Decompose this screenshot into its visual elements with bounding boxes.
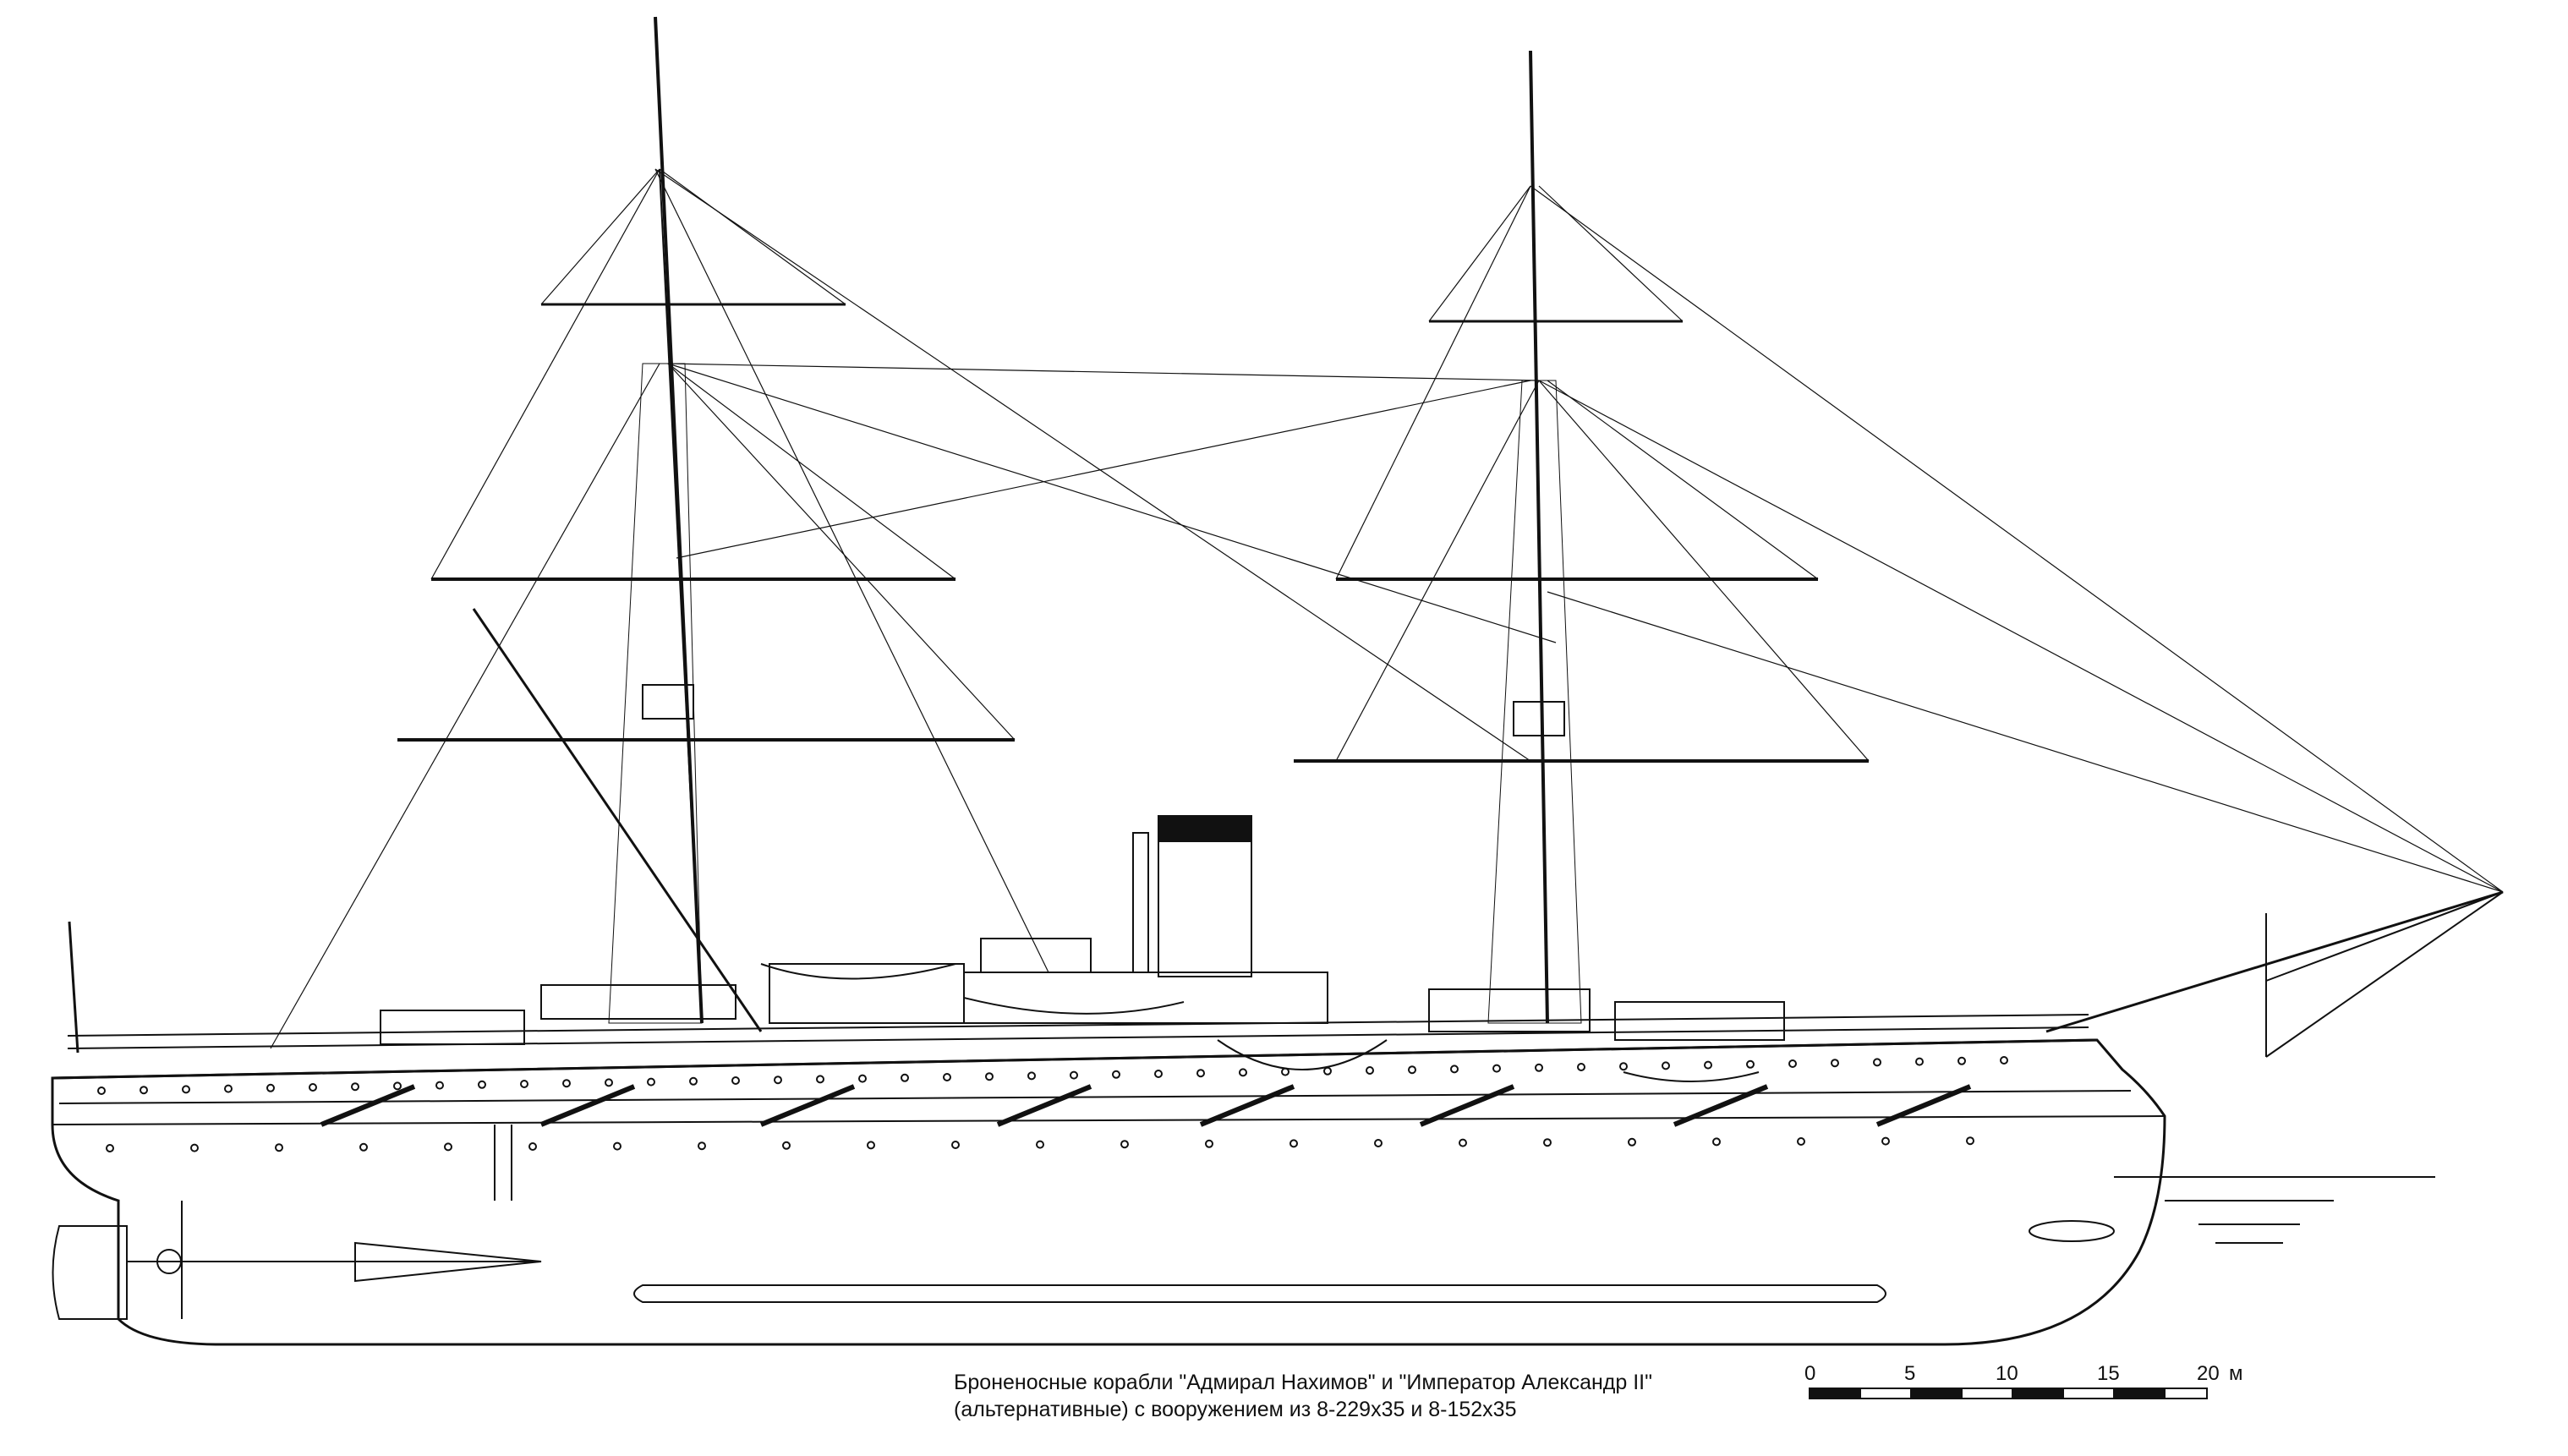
porthole	[2000, 1056, 2008, 1065]
porthole	[689, 1076, 698, 1086]
porthole	[774, 1076, 782, 1085]
porthole	[97, 1087, 106, 1095]
porthole	[1577, 1063, 1585, 1071]
porthole	[1036, 1140, 1044, 1149]
porthole	[1712, 1137, 1721, 1147]
funnel	[980, 815, 1252, 977]
porthole	[266, 1083, 275, 1092]
porthole	[1915, 1057, 1924, 1066]
porthole	[816, 1075, 824, 1084]
porthole	[1966, 1136, 1974, 1146]
porthole	[190, 1143, 199, 1152]
caption-line-2: (альтернативные) с вооружением из 8-229х…	[954, 1398, 1517, 1421]
porthole	[1831, 1059, 1839, 1068]
porthole	[985, 1072, 994, 1081]
gun-barrel	[1199, 1084, 1295, 1127]
porthole	[140, 1086, 148, 1095]
gun-barrel	[1875, 1084, 1972, 1127]
porthole	[1323, 1066, 1332, 1076]
scale-tick-0: 0	[1804, 1362, 1815, 1385]
porthole	[1366, 1066, 1374, 1075]
scale-tick-5: 5	[1904, 1362, 1915, 1385]
porthole	[1543, 1138, 1552, 1147]
porthole	[1154, 1070, 1163, 1078]
porthole	[351, 1082, 359, 1092]
scale-bar-labels: 0 5 10 15 20 м	[1804, 1362, 2243, 1385]
porthole	[1205, 1139, 1213, 1148]
porthole	[1704, 1060, 1712, 1070]
porthole	[444, 1142, 452, 1152]
porthole	[1459, 1138, 1467, 1147]
porthole	[275, 1143, 283, 1152]
porthole	[393, 1081, 402, 1091]
porthole	[1957, 1056, 1966, 1065]
stern-flagstaff	[68, 921, 79, 1054]
scale-bar	[1809, 1388, 2208, 1399]
porthole	[951, 1141, 960, 1149]
porthole	[224, 1084, 233, 1093]
porthole	[605, 1078, 613, 1087]
mainmast	[1294, 50, 1869, 1024]
porthole	[520, 1080, 528, 1088]
porthole	[731, 1076, 740, 1085]
porthole	[1120, 1140, 1129, 1149]
hull	[51, 1014, 2166, 1346]
porthole	[1662, 1061, 1670, 1070]
porthole	[1450, 1065, 1459, 1074]
scale-unit: м	[2229, 1362, 2243, 1385]
porthole	[1492, 1064, 1501, 1073]
porthole	[1881, 1136, 1890, 1146]
porthole	[1873, 1058, 1881, 1067]
porthole	[182, 1085, 190, 1094]
scale-tick-10: 10	[1996, 1362, 2018, 1385]
foremast	[397, 16, 1015, 1032]
waterline	[2114, 1176, 2435, 1244]
porthole	[478, 1080, 486, 1089]
porthole	[1746, 1059, 1755, 1069]
superstructure	[380, 963, 1785, 1082]
scale-tick-20: 20	[2197, 1362, 2220, 1385]
porthole	[647, 1077, 655, 1087]
porthole	[562, 1079, 571, 1088]
gun-barrel	[759, 1084, 856, 1127]
porthole	[782, 1141, 791, 1150]
gun-barrel	[1419, 1084, 1515, 1127]
gun-barrel	[320, 1084, 416, 1127]
porthole	[1239, 1068, 1247, 1077]
porthole	[943, 1073, 951, 1081]
porthole	[1788, 1059, 1797, 1068]
porthole	[1535, 1063, 1543, 1072]
porthole	[901, 1073, 909, 1082]
porthole	[1027, 1071, 1036, 1081]
porthole	[1408, 1065, 1416, 1075]
gun-barrel	[539, 1084, 636, 1127]
porthole	[435, 1081, 444, 1090]
scale-tick-15: 15	[2097, 1362, 2120, 1385]
porthole	[1070, 1070, 1078, 1080]
gun-barrels	[320, 1084, 1972, 1127]
porthole	[1289, 1139, 1298, 1148]
porthole	[1797, 1137, 1805, 1146]
porthole-row	[97, 1056, 2008, 1152]
porthole	[1112, 1070, 1120, 1079]
porthole	[1619, 1062, 1628, 1071]
gun-barrel	[996, 1084, 1092, 1127]
rigging	[270, 168, 2504, 1049]
porthole	[528, 1142, 537, 1151]
porthole	[1628, 1137, 1636, 1147]
porthole	[613, 1141, 621, 1151]
porthole	[698, 1141, 706, 1151]
porthole	[1196, 1069, 1205, 1078]
bowsprit	[2045, 890, 2504, 1058]
caption-line-1: Броненосные корабли "Адмирал Нахимов" и …	[954, 1371, 1652, 1394]
gun-barrel	[1673, 1084, 1769, 1127]
porthole	[309, 1083, 317, 1092]
porthole	[867, 1141, 875, 1150]
porthole	[858, 1074, 867, 1083]
porthole	[106, 1144, 114, 1152]
porthole	[1374, 1139, 1383, 1147]
porthole	[359, 1142, 368, 1152]
